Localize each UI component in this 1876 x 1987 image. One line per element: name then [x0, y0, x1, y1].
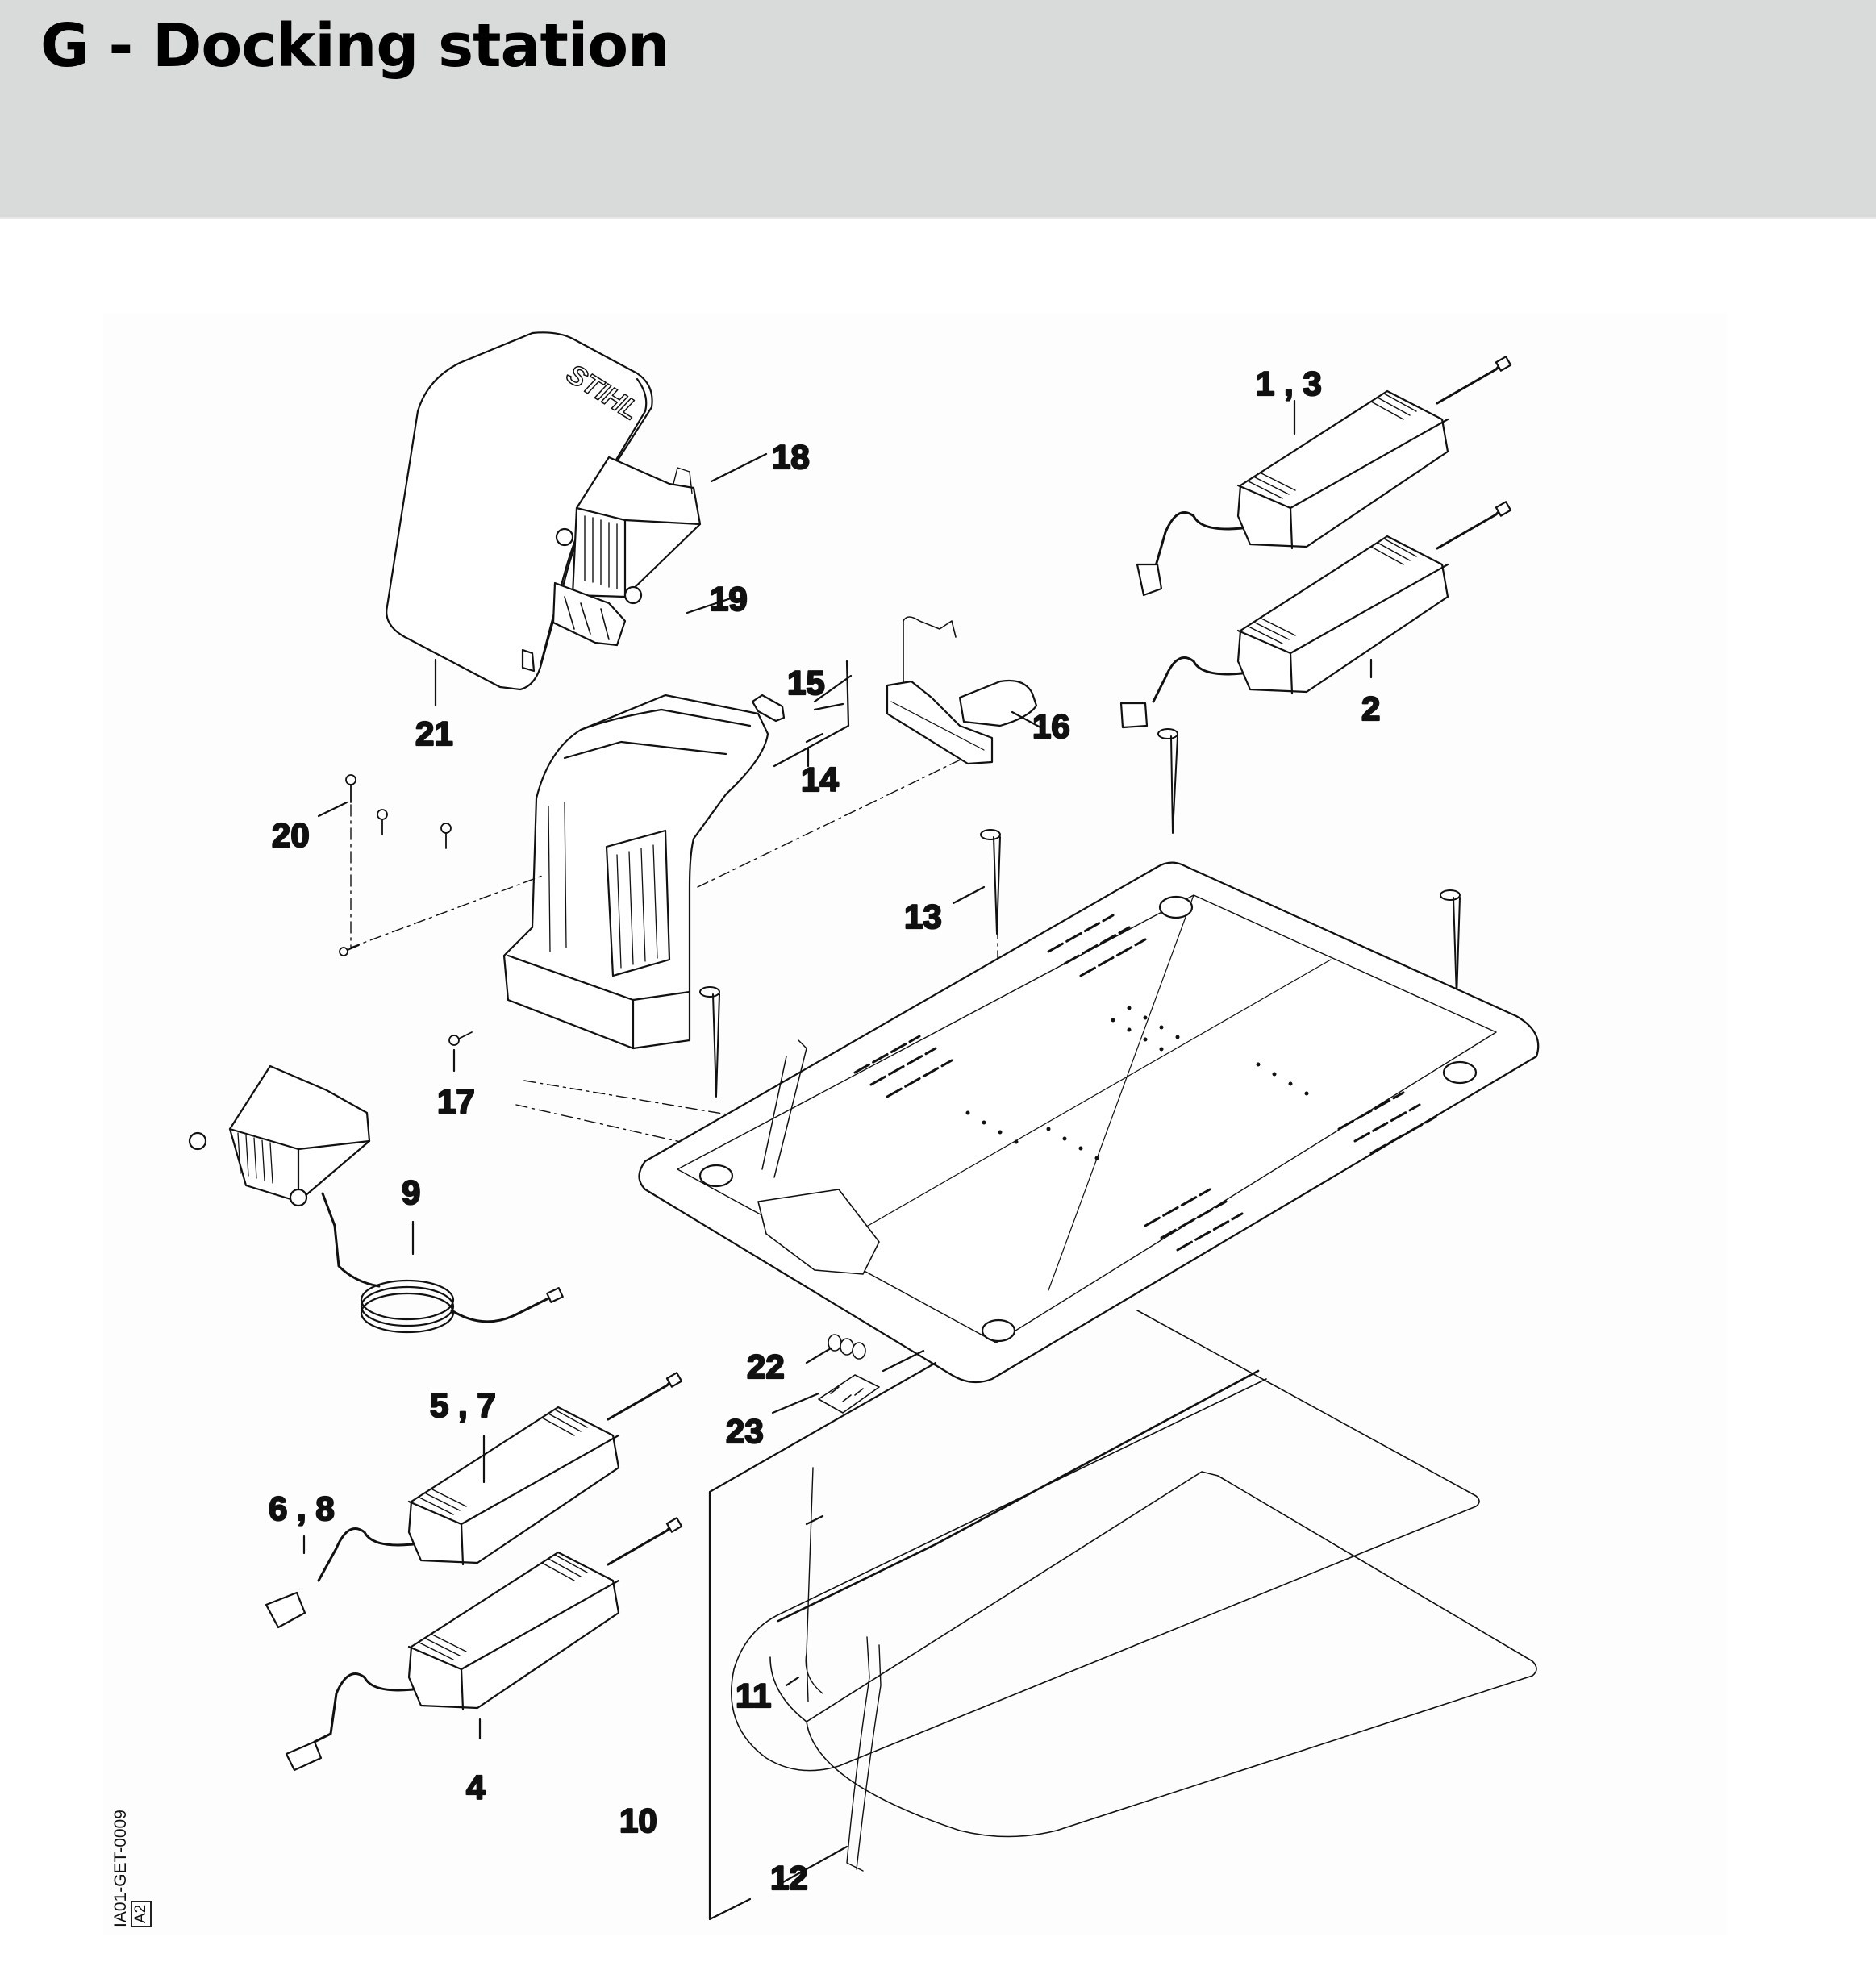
- part-screw-17[interactable]: [448, 1031, 473, 1046]
- callout-16[interactable]: 16: [1032, 706, 1071, 746]
- callout-labels: 1 , 3 2 4 5 , 7 6 , 8 9 10 11 12 13 14 1…: [268, 364, 1382, 1897]
- part-sleeves-22[interactable]: [828, 1334, 866, 1360]
- callout-5-7[interactable]: 5 , 7: [429, 1385, 497, 1425]
- callout-20[interactable]: 20: [271, 815, 311, 855]
- part-loop-wires[interactable]: [731, 1310, 1537, 1872]
- callout-6-8[interactable]: 6 , 8: [268, 1489, 336, 1528]
- part-connector-cover-19[interactable]: [552, 581, 627, 647]
- callout-9[interactable]: 9: [401, 1173, 422, 1212]
- callout-12[interactable]: 12: [769, 1858, 809, 1897]
- callout-21[interactable]: 21: [415, 714, 454, 753]
- callout-10[interactable]: 10: [619, 1801, 658, 1840]
- callout-18[interactable]: 18: [771, 437, 811, 477]
- page-title: G - Docking station: [40, 11, 670, 81]
- part-power-supply-1-3[interactable]: [1136, 356, 1512, 597]
- part-cover[interactable]: STIHL: [386, 331, 653, 691]
- leader-lines: [302, 399, 1373, 1889]
- part-circuit-board-18[interactable]: [555, 456, 702, 605]
- part-power-supply-5-7[interactable]: [265, 1372, 683, 1629]
- callout-2[interactable]: 2: [1361, 689, 1382, 728]
- callout-19[interactable]: 19: [709, 579, 748, 619]
- part-base-plate[interactable]: [638, 861, 1540, 1384]
- part-clip-15[interactable]: [751, 694, 786, 723]
- drawing-code: IA01-GET-0009: [111, 1810, 130, 1927]
- base-plate-dots: [965, 1006, 1309, 1160]
- part-power-supply-4[interactable]: [285, 1517, 683, 1772]
- page-header: G - Docking station: [0, 0, 1876, 219]
- callout-4[interactable]: 4: [465, 1768, 486, 1807]
- part-board-cable-9[interactable]: [188, 1064, 564, 1334]
- callout-1-3[interactable]: 1 , 3: [1255, 364, 1323, 403]
- part-housing-14[interactable]: [502, 694, 769, 1050]
- callout-23[interactable]: 23: [725, 1411, 765, 1451]
- callout-13[interactable]: 13: [903, 897, 943, 936]
- drawing-code-block: IA01-GET-0009 A2: [111, 1810, 152, 1927]
- part-charging-contacts-16[interactable]: [886, 616, 1038, 765]
- part-screws-20[interactable]: [339, 774, 452, 956]
- callout-22[interactable]: 22: [746, 1347, 786, 1386]
- bracket-10: [708, 1361, 937, 1921]
- callout-11[interactable]: 11: [735, 1676, 773, 1715]
- part-power-supply-2[interactable]: [1119, 501, 1512, 729]
- base-plate-grille: [853, 914, 1437, 1252]
- callout-15[interactable]: 15: [786, 663, 826, 702]
- revision-box: A2: [131, 1900, 152, 1927]
- callout-17[interactable]: 17: [436, 1081, 476, 1121]
- part-terminal-strip-23[interactable]: [818, 1374, 880, 1414]
- callout-14[interactable]: 14: [800, 760, 840, 799]
- bracket-10-top: [882, 1349, 925, 1373]
